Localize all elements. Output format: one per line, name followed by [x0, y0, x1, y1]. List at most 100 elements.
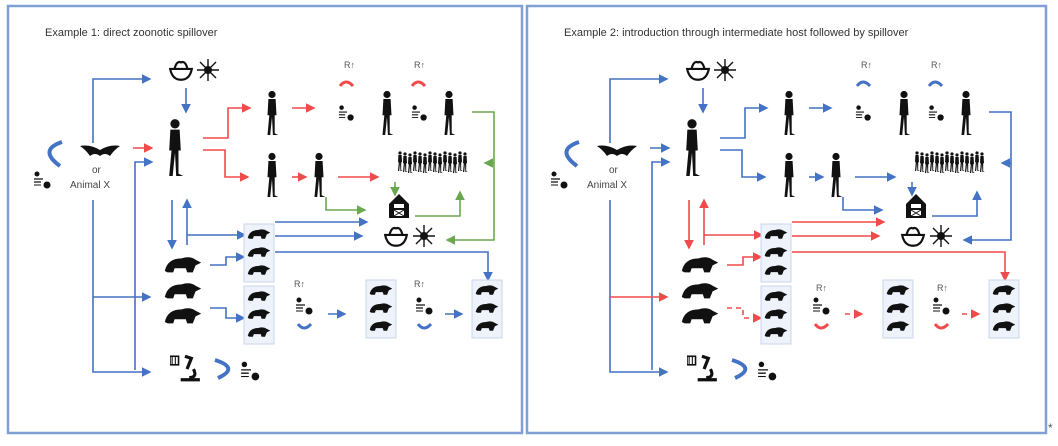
person-icon: [314, 152, 326, 197]
virus-icon: [713, 58, 737, 82]
farm-barn-icon: [389, 194, 409, 218]
flow-arrow: [445, 111, 495, 245]
person-icon: [831, 152, 843, 197]
flow-arrow: [651, 157, 671, 370]
bat-icon: [597, 145, 637, 156]
microscope-icon: [170, 354, 202, 382]
bat-icon: [80, 145, 120, 156]
intermediate-animals-icon: [471, 279, 503, 339]
virus-icon: [196, 58, 220, 82]
virus-icon: [412, 224, 436, 248]
flow-arrow: [92, 200, 152, 377]
replication-icon: [932, 296, 951, 316]
replication-icon: [812, 296, 831, 316]
intermediate-animals-icon: [243, 223, 275, 283]
recycle-arrow-icon: [47, 140, 63, 168]
flow-arrow: [203, 103, 252, 139]
or-label: or: [609, 165, 619, 176]
recycle-arrow-icon: [416, 322, 433, 330]
person-icon: [169, 119, 184, 176]
recycle-arrow-icon: [338, 80, 355, 88]
crowd-icon: [398, 151, 468, 173]
virus-icon: [929, 224, 953, 248]
recycle-arrow-icon: [933, 322, 950, 330]
intermediate-animals-icon: [760, 223, 792, 283]
replication-icon: [855, 104, 872, 122]
intermediate-animals-icon: [760, 285, 792, 345]
flow-arrow: [962, 111, 1012, 245]
recycle-arrow-icon: [731, 358, 748, 380]
panel-title: Example 1: direct zoonotic spillover: [45, 27, 218, 39]
panel-1-frame: [6, 4, 524, 435]
flow-arrow: [727, 252, 763, 266]
food-bowl-icon: [686, 60, 710, 81]
microscope-icon: [687, 354, 719, 382]
animal-icon: [681, 257, 719, 273]
animal-icon: [164, 283, 202, 299]
person-icon: [961, 90, 973, 135]
person-icon: [267, 90, 279, 135]
animal-icon: [164, 308, 202, 324]
person-icon: [382, 90, 394, 135]
person-icon: [784, 152, 796, 197]
r-label: R↑: [344, 60, 355, 70]
flow-arrow: [275, 251, 493, 282]
r-label: R↑: [414, 279, 425, 289]
recycle-arrow-icon: [564, 140, 580, 168]
replication-icon: [411, 104, 428, 122]
intermediate-animals-icon: [243, 285, 275, 345]
r-label: R↑: [937, 283, 948, 293]
panel-2: Example 2: introduction through intermed…: [550, 27, 1020, 382]
recycle-arrow-icon: [214, 358, 231, 380]
recycle-arrow-icon: [813, 322, 830, 330]
panel-2-frame: [525, 4, 1048, 435]
flow-arrow: [210, 307, 246, 323]
recycle-arrow-icon: [296, 322, 313, 330]
flow-arrow: [210, 252, 246, 266]
host-label: Animal X: [70, 180, 110, 191]
person-icon: [686, 119, 701, 176]
flow-arrow: [720, 149, 767, 182]
r-label: R↑: [931, 60, 942, 70]
replication-icon: [33, 170, 52, 190]
intermediate-animals-icon: [365, 279, 397, 339]
r-label: R↑: [414, 60, 425, 70]
recycle-arrow-icon: [927, 80, 944, 88]
replication-icon: [240, 360, 260, 382]
replication-icon: [928, 104, 945, 122]
replication-icon: [295, 296, 314, 316]
replication-icon: [550, 170, 569, 190]
flow-arrow: [932, 190, 982, 217]
flow-arrow: [92, 74, 152, 143]
panel-title: Example 2: introduction through intermed…: [564, 27, 909, 39]
r-label: R↑: [861, 60, 872, 70]
replication-icon: [415, 296, 434, 316]
flow-arrow: [609, 74, 669, 143]
farm-barn-icon: [906, 194, 926, 218]
flow-arrow: [727, 307, 763, 323]
panel-1: Example 1: direct zoonotic spillover or …: [33, 27, 503, 382]
person-icon: [444, 90, 456, 135]
person-icon: [267, 152, 279, 197]
food-bowl-icon: [169, 60, 193, 81]
person-icon: [784, 90, 796, 135]
intermediate-animals-icon: [882, 279, 914, 339]
animal-icon: [164, 257, 202, 273]
recycle-arrow-icon: [855, 80, 872, 88]
flow-arrow: [842, 197, 884, 215]
flow-arrow: [720, 103, 769, 139]
flow-arrow: [203, 149, 250, 182]
animal-icon: [681, 283, 719, 299]
replication-icon: [757, 360, 777, 382]
replication-icon: [338, 104, 355, 122]
r-label: R↑: [816, 283, 827, 293]
animal-icon: [681, 308, 719, 324]
footnote-mark: *: [1048, 421, 1053, 435]
food-bowl-icon: [384, 226, 408, 247]
flow-arrow: [609, 200, 669, 377]
crowd-icon: [915, 151, 985, 173]
flow-arrow: [792, 251, 1010, 282]
r-label: R↑: [294, 279, 305, 289]
host-label: Animal X: [587, 180, 627, 191]
